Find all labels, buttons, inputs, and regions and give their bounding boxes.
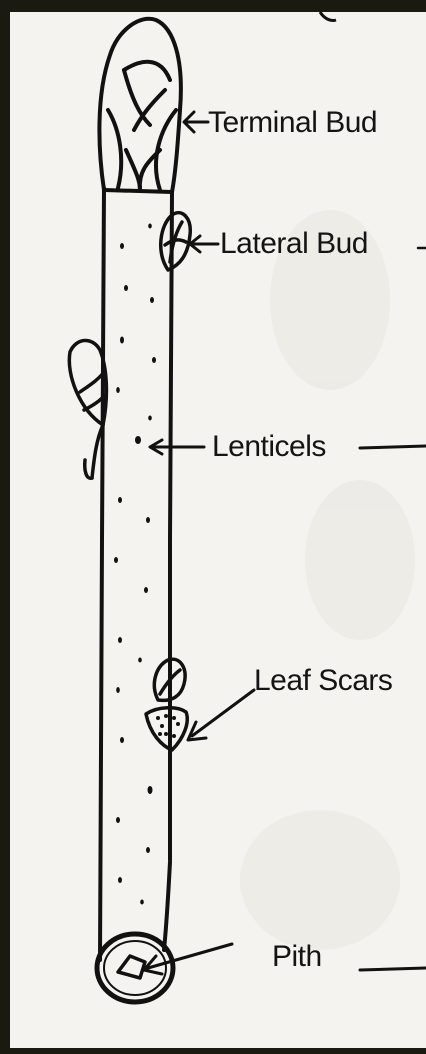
cropped-title-fragment bbox=[320, 12, 336, 21]
background-texture bbox=[240, 210, 415, 950]
label-terminal-bud: Terminal Bud bbox=[208, 106, 377, 140]
label-lateral-bud: Lateral Bud bbox=[220, 227, 368, 261]
lateral-bud bbox=[161, 213, 191, 270]
leaf-scars-arrow bbox=[188, 690, 254, 740]
terminal-bud bbox=[99, 19, 180, 192]
lateral-bud-arrow bbox=[190, 236, 218, 252]
label-lenticels: Lenticels bbox=[212, 430, 326, 464]
terminal-bud-arrow bbox=[184, 112, 208, 132]
cut-end bbox=[97, 934, 173, 1002]
twig-diagram bbox=[10, 12, 426, 1048]
lenticel-dots bbox=[114, 224, 156, 905]
label-pith: Pith bbox=[272, 940, 322, 974]
leaf-scar bbox=[146, 708, 187, 750]
lenticels-arrow bbox=[150, 440, 204, 454]
label-leaf-scars: Leaf Scars bbox=[254, 664, 392, 698]
diagram-page: Terminal Bud Lateral Bud Lenticels Leaf … bbox=[10, 12, 426, 1048]
twig-stem bbox=[100, 188, 172, 960]
